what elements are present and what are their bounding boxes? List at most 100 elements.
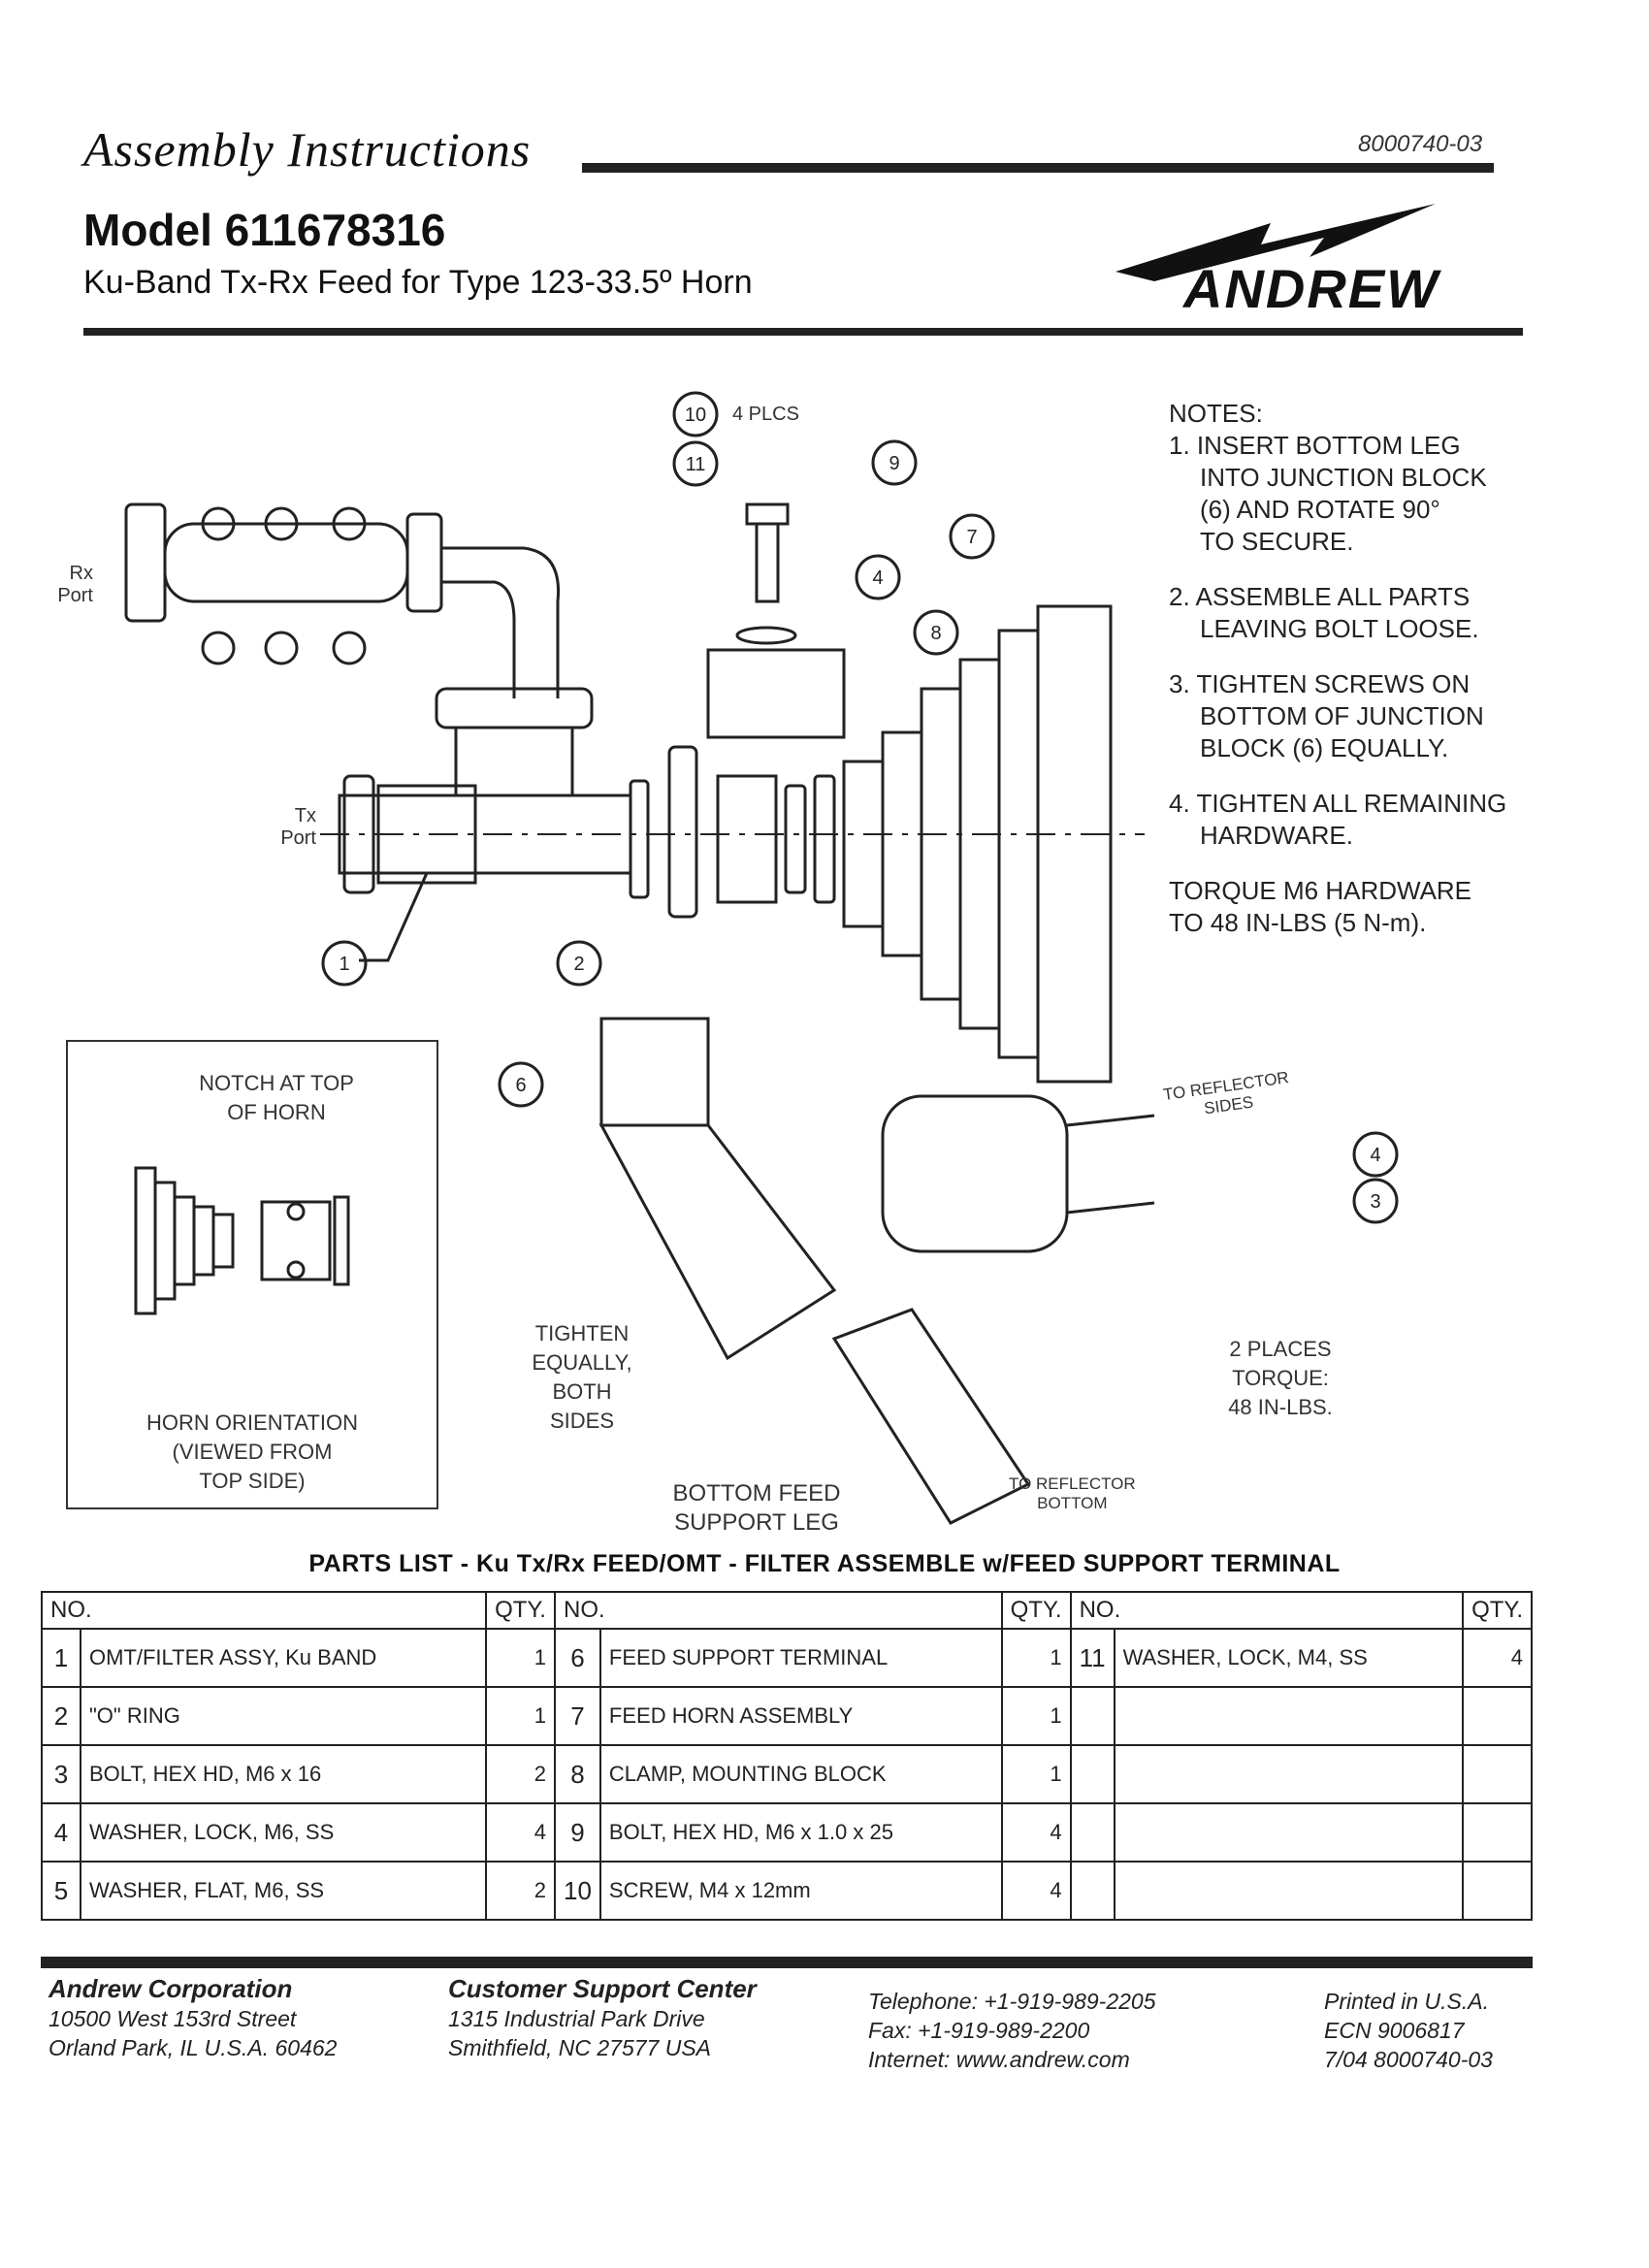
callout-label: 7 (966, 527, 977, 548)
callouts-right: 4 3 (1352, 1131, 1399, 1224)
callout-1 (321, 940, 368, 987)
callout-8 (913, 609, 959, 656)
part-description: OMT/FILTER ASSY, Ku BAND (79, 1628, 488, 1688)
part-quantity (1462, 1744, 1533, 1804)
part-description: WASHER, LOCK, M4, SS (1113, 1628, 1465, 1688)
callout-label: 1 (339, 954, 349, 975)
clamp-mounting-block (706, 502, 846, 739)
part-description (1113, 1744, 1465, 1804)
part-number: 3 (41, 1744, 81, 1804)
part-number: 10 (553, 1861, 601, 1921)
part-quantity: 1 (485, 1628, 556, 1688)
header-rule (582, 163, 1494, 173)
andrew-lightning-logo (1116, 204, 1436, 281)
part-quantity: 1 (485, 1686, 556, 1746)
part-number (1069, 1744, 1116, 1804)
feed-support-terminal (598, 1017, 1155, 1525)
part-quantity (1462, 1686, 1533, 1746)
horn-orientation-caption: HORN ORIENTATION(VIEWED FROM TOP SIDE) (146, 1410, 358, 1493)
part-quantity (1462, 1861, 1533, 1921)
callout-7 (949, 513, 995, 560)
callout-label: 4 (1370, 1145, 1380, 1166)
part-quantity: 1 (1000, 1686, 1072, 1746)
part-number: 5 (41, 1861, 81, 1921)
callout-label: 10 (685, 405, 706, 426)
support-center-address: Customer Support Center 1315 Industrial … (448, 1974, 757, 2060)
part-description: "O" RING (79, 1686, 488, 1746)
part-quantity: 1 (1000, 1744, 1072, 1804)
part-number: 7 (553, 1686, 601, 1746)
note-number: 1. (1169, 431, 1190, 460)
part-quantity: 4 (1000, 1861, 1072, 1921)
part-description: FEED SUPPORT TERMINAL (598, 1628, 1003, 1688)
note-line: BLOCK (6) EQUALLY. (1200, 733, 1449, 762)
note-line: INTO JUNCTION BLOCK (1200, 463, 1487, 492)
note-line: INSERT BOTTOM LEG (1196, 431, 1461, 460)
part-quantity: 4 (1462, 1628, 1533, 1688)
note-number: 4. (1169, 789, 1190, 818)
callout-label: 4 (872, 567, 883, 589)
exploded-assembly-drawing: 1 2 4 6 7 8 9 10 11 (124, 391, 1155, 1525)
part-number (1069, 1686, 1116, 1746)
notes-heading: NOTES: (1169, 399, 1263, 428)
part-number: 2 (41, 1686, 81, 1746)
note-number: 3. (1169, 669, 1190, 698)
col-no: NO. (553, 1591, 1003, 1630)
brand-name: ANDREW (1183, 258, 1439, 319)
feed-horn-assembly (842, 604, 1113, 1084)
parts-list-title: PARTS LIST - Ku Tx/Rx FEED/OMT - FILTER … (308, 1550, 1341, 1577)
part-description: BOLT, HEX HD, M6 x 1.0 x 25 (598, 1802, 1003, 1863)
part-quantity (1462, 1802, 1533, 1863)
assembly-notes: NOTES: 1. INSERT BOTTOM LEG INTO JUNCTIO… (1169, 398, 1557, 962)
document-number: 8000740-03 (1358, 131, 1483, 157)
callout-10 (672, 391, 719, 437)
col-qty: QTY. (485, 1591, 556, 1630)
note-number: 2. (1169, 582, 1190, 611)
company-address: Andrew Corporation 10500 West 153rd Stre… (48, 1974, 338, 2060)
note-line: (6) AND ROTATE 90° (1200, 495, 1440, 524)
callout-label: 6 (515, 1075, 526, 1096)
part-description: WASHER, FLAT, M6, SS (79, 1861, 488, 1921)
model-title: Model 611678316 (83, 205, 446, 255)
part-description (1113, 1861, 1465, 1921)
callout-label: 3 (1370, 1191, 1380, 1213)
col-qty: QTY. (1000, 1591, 1072, 1630)
part-number: 11 (1069, 1628, 1116, 1688)
part-number (1069, 1861, 1116, 1921)
note-line: BOTTOM OF JUNCTION (1200, 701, 1484, 730)
part-description: BOLT, HEX HD, M6 x 16 (79, 1744, 488, 1804)
callout-6 (498, 1061, 544, 1108)
torque-note: TO 48 IN-LBS (5 N-m). (1169, 908, 1427, 937)
col-qty: QTY. (1462, 1591, 1533, 1630)
support-center-name: Customer Support Center (448, 1974, 757, 2003)
note-line: TO SECURE. (1200, 527, 1354, 556)
header-bottom-rule (83, 328, 1523, 336)
note-line: HARDWARE. (1200, 821, 1353, 850)
callout-2 (556, 940, 602, 987)
horn-top-view-drawing (134, 1166, 350, 1315)
part-description (1113, 1802, 1465, 1863)
note-line: LEAVING BOLT LOOSE. (1200, 614, 1479, 643)
part-quantity: 4 (1000, 1802, 1072, 1863)
part-quantity: 1 (1000, 1628, 1072, 1688)
part-number: 1 (41, 1628, 81, 1688)
callout-9 (871, 439, 918, 486)
col-no: NO. (1069, 1591, 1465, 1630)
callout-label: 8 (930, 623, 941, 644)
part-number: 8 (553, 1744, 601, 1804)
part-number: 6 (553, 1628, 601, 1688)
part-quantity: 2 (485, 1861, 556, 1921)
